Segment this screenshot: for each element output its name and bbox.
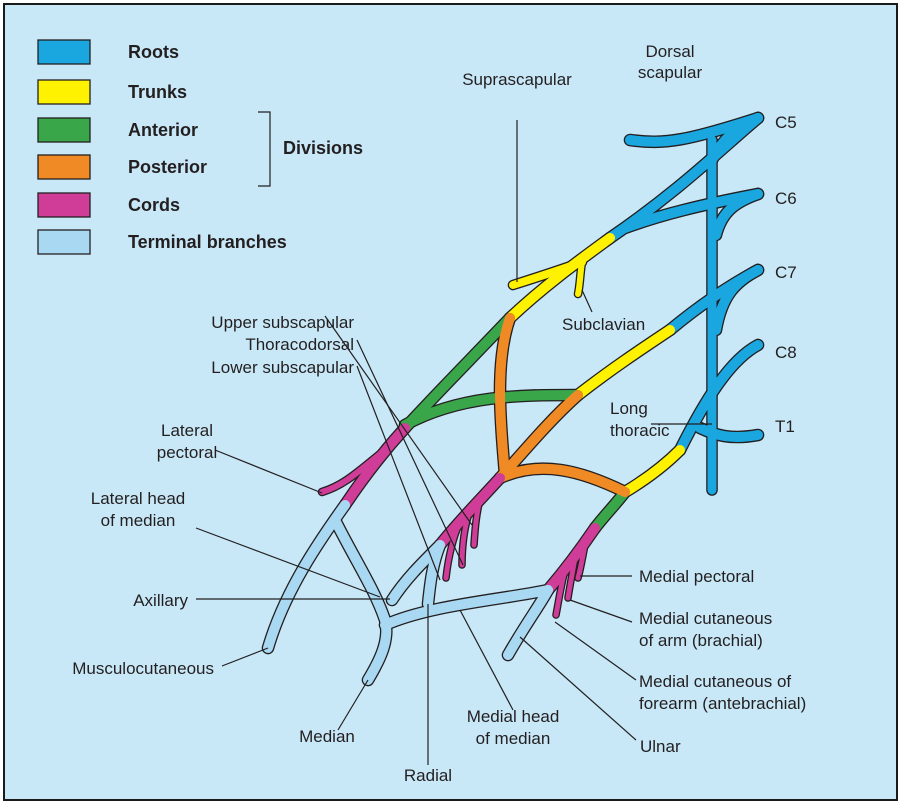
label-lateral-head-of-median-1: Lateral head — [91, 489, 186, 508]
legend-swatch-roots — [37, 39, 91, 65]
label-lower-subscapular: Lower subscapular — [211, 358, 354, 377]
label-thoracodorsal: Thoracodorsal — [245, 335, 354, 354]
legend-label-trunks: Trunks — [128, 82, 187, 102]
label-c7: C7 — [775, 263, 797, 282]
label-long-thoracic-1: Long — [610, 399, 648, 418]
label-dorsal-scapular-1: Dorsal — [645, 42, 694, 61]
nerve-segment-roots — [625, 113, 763, 147]
nerve-segment-anterior — [400, 390, 583, 430]
nerve-network — [261, 111, 765, 687]
label-lateral-pectoral-1: Lateral — [161, 421, 213, 440]
nerve-segment-cords — [553, 567, 568, 618]
label-medial-pectoral: Medial pectoral — [639, 567, 754, 586]
label-dorsal-scapular-2: scapular — [638, 63, 703, 82]
label-c6: C6 — [775, 189, 797, 208]
nerve-segment-cords — [340, 423, 410, 510]
label-ulnar: Ulnar — [640, 737, 681, 756]
label-medial-head-of-median-1: Medial head — [467, 707, 560, 726]
divisions-label: Divisions — [283, 138, 363, 158]
nerve-segment-cords — [459, 507, 473, 568]
legend-swatch-posterior — [37, 154, 91, 180]
legend-label-cords: Cords — [128, 195, 180, 215]
legend-swatch-anterior — [37, 117, 91, 143]
nerve-segment-terminal — [380, 585, 553, 630]
nerve-segment-cords — [319, 447, 388, 495]
label-axillary: Axillary — [133, 591, 188, 610]
legend-label-roots: Roots — [128, 42, 179, 62]
legend-label-anterior: Anterior — [128, 120, 198, 140]
nerve-segment-roots — [675, 340, 763, 455]
nerve-labels: Dorsal scapular Suprascapular C5 C6 C7 C… — [72, 42, 806, 785]
label-upper-subscapular: Upper subscapular — [211, 313, 354, 332]
legend-label-posterior: Posterior — [128, 157, 207, 177]
nerve-segment-posterior — [495, 313, 515, 480]
nerve-segment-terminal — [330, 515, 392, 685]
nerve-segment-cords — [575, 542, 588, 581]
label-medial-cutaneous-arm-2: of arm (brachial) — [639, 631, 763, 650]
label-c5: C5 — [775, 113, 797, 132]
nerve-segment-terminal — [423, 540, 445, 609]
nerve-segment-trunks — [573, 325, 675, 400]
nerve-segment-cords — [565, 555, 578, 601]
label-c8: C8 — [775, 343, 797, 362]
legend: Roots Trunks Anterior Posterior Cords Te… — [37, 39, 363, 255]
label-musculocutaneous: Musculocutaneous — [72, 659, 214, 678]
label-t1: T1 — [775, 417, 795, 436]
nerve-segment-terminal — [503, 585, 553, 660]
label-suprascapular: Suprascapular — [462, 70, 572, 89]
nerve-segment-posterior — [495, 463, 630, 497]
label-medial-head-of-median-2: of median — [476, 729, 551, 748]
label-lateral-head-of-median-2: of median — [101, 511, 176, 530]
legend-label-terminal: Terminal branches — [128, 232, 287, 252]
label-medial-cutaneous-forearm-2: forearm (antebrachial) — [639, 694, 806, 713]
label-lateral-pectoral-2: pectoral — [157, 443, 217, 462]
nerve-segment-posterior — [495, 390, 583, 483]
legend-swatch-trunks — [37, 79, 91, 105]
label-long-thoracic-2: thoracic — [610, 421, 670, 440]
nerve-segment-trunks — [505, 233, 615, 323]
label-medial-cutaneous-forearm-1: Medial cutaneous of — [639, 672, 791, 691]
label-subclavian: Subclavian — [562, 315, 645, 334]
nerve-segment-cords — [471, 497, 483, 548]
nerve-segment-roots — [695, 423, 763, 442]
pointer-lines — [195, 120, 712, 765]
nerve-segment-anterior — [590, 487, 630, 533]
legend-swatch-terminal — [37, 229, 91, 255]
nerve-segment-trunks — [575, 259, 585, 297]
nerve-segment-cords — [443, 519, 463, 581]
nerve-segment-roots — [620, 189, 763, 233]
nerve-segment-trunks — [509, 258, 586, 289]
label-radial: Radial — [404, 766, 452, 785]
nerve-segment-trunks — [620, 445, 685, 497]
legend-swatch-cords — [37, 192, 91, 218]
nerve-segment-roots — [665, 265, 763, 335]
label-median: Median — [299, 727, 355, 746]
divisions-bracket — [258, 111, 271, 187]
label-medial-cutaneous-arm-1: Medial cutaneous — [639, 609, 772, 628]
